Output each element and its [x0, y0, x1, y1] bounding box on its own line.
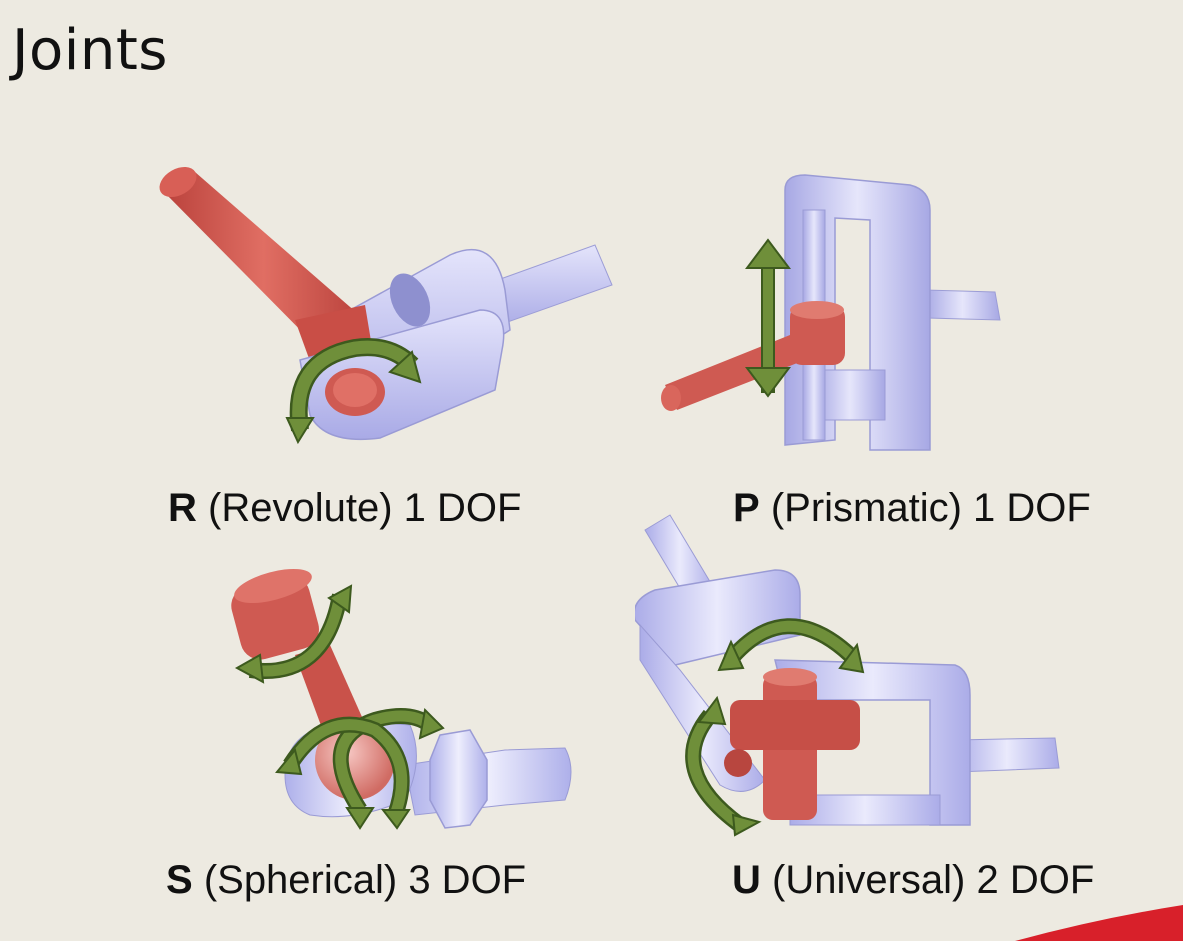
spherical-letter: S: [166, 858, 193, 902]
rotation-arrows-icon: [248, 593, 435, 818]
revolute-caption: R (Revolute) 1 DOF: [168, 486, 521, 531]
spherical-caption: S (Spherical) 3 DOF: [166, 858, 526, 903]
rotation-arrows-icon: [685, 618, 856, 832]
revolute-joint-illustration: [159, 166, 613, 445]
spherical-description: (Spherical) 3 DOF: [203, 858, 527, 902]
universal-letter: U: [732, 858, 761, 902]
prismatic-description: (Prismatic) 1 DOF: [770, 486, 1091, 530]
universal-joint-illustration: [635, 514, 1060, 837]
double-arrow-icon: [745, 238, 791, 398]
universal-caption: U (Universal) 2 DOF: [732, 858, 1094, 903]
prismatic-caption: P (Prismatic) 1 DOF: [733, 486, 1091, 531]
revolute-letter: R: [168, 486, 197, 530]
prismatic-letter: P: [733, 486, 760, 530]
revolute-description: (Revolute) 1 DOF: [208, 486, 522, 530]
prismatic-joint-illustration: [661, 174, 1001, 451]
universal-description: (Universal) 2 DOF: [772, 858, 1095, 902]
spherical-joint-illustration: [231, 568, 572, 830]
slide-title: Joints: [12, 18, 168, 83]
